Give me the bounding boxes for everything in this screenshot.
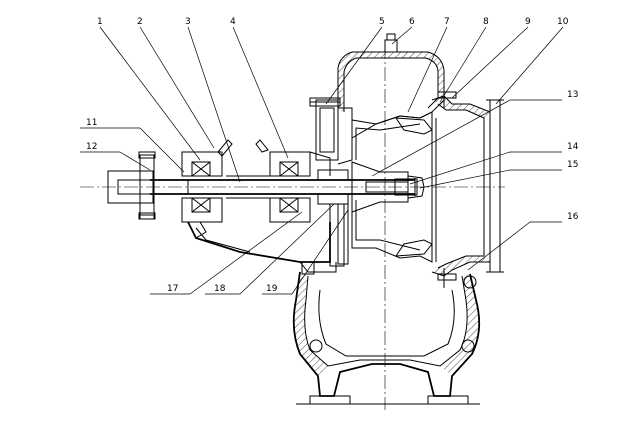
label-13: 13 [567, 90, 578, 100]
label-16: 16 [567, 212, 579, 222]
bearing-bracket [187, 151, 331, 263]
label-19: 19 [266, 284, 278, 294]
label-18: 18 [214, 284, 226, 294]
label-4: 4 [230, 17, 236, 27]
label-17: 17 [167, 284, 178, 294]
label-8: 8 [483, 17, 489, 27]
bearing-right [255, 139, 311, 223]
label-15: 15 [567, 160, 578, 170]
lower-casing [292, 261, 481, 405]
impeller [351, 111, 433, 263]
coupling [107, 151, 189, 220]
label-14: 14 [567, 142, 579, 152]
back-cover [309, 97, 353, 165]
label-5: 5 [379, 17, 385, 27]
label-11: 11 [86, 118, 97, 128]
seal-gland [299, 169, 349, 273]
label-7: 7 [444, 17, 450, 27]
label-6: 6 [409, 17, 415, 27]
volute-casing [337, 33, 445, 139]
label-12: 12 [86, 142, 97, 152]
label-1: 1 [97, 17, 103, 27]
label-2: 2 [137, 17, 143, 27]
bearing-left [181, 139, 233, 223]
suction-cover [431, 88, 504, 288]
label-3: 3 [185, 17, 191, 27]
label-10: 10 [557, 17, 569, 27]
shaft [150, 178, 418, 196]
leaders [80, 26, 564, 295]
label-9: 9 [525, 17, 531, 27]
